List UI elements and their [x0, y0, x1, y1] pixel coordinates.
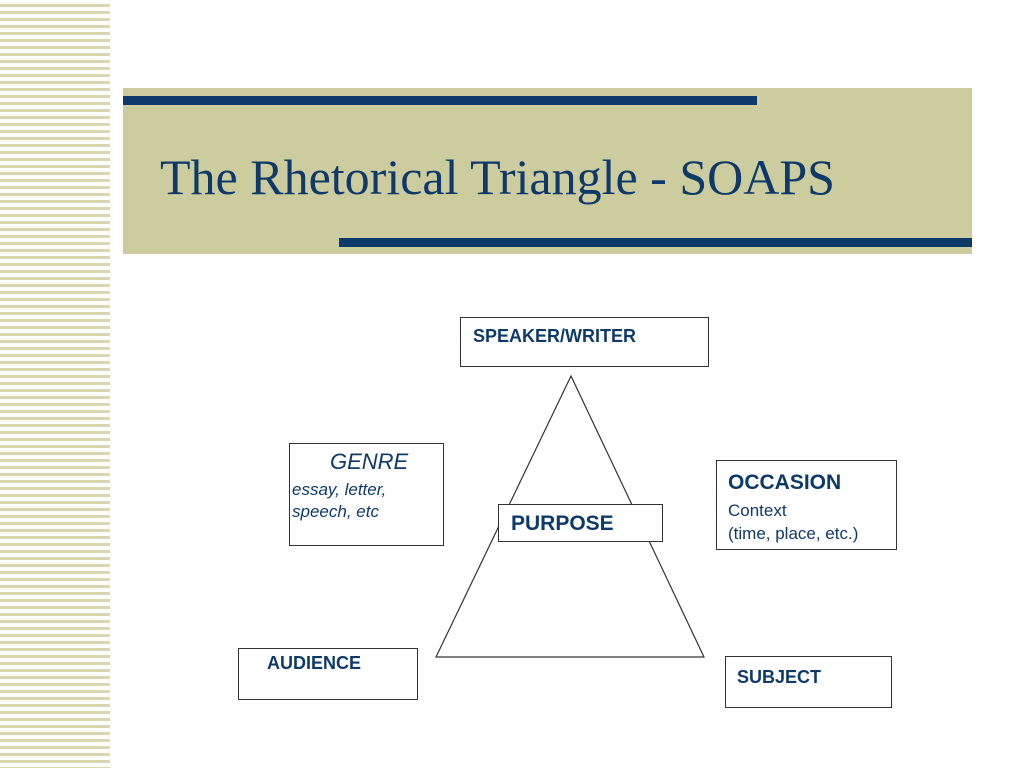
subject-box: SUBJECT	[725, 656, 892, 708]
title-accent-line-bottom	[339, 238, 972, 247]
speaker-writer-label: SPEAKER/WRITER	[473, 326, 637, 346]
occasion-description: Context (time, place, etc.)	[728, 499, 858, 545]
occasion-heading: OCCASION	[728, 471, 842, 494]
decorative-stripes	[0, 0, 110, 768]
occasion-line: Context	[728, 501, 787, 520]
genre-line: essay, letter,	[292, 480, 387, 499]
speaker-writer-box: SPEAKER/WRITER	[460, 317, 709, 367]
occasion-box: OCCASION Context (time, place, etc.)	[716, 460, 897, 550]
genre-heading: GENRE	[330, 449, 409, 474]
slide-title: The Rhetorical Triangle - SOAPS	[160, 149, 835, 205]
audience-box: AUDIENCE	[238, 648, 418, 700]
subject-label: SUBJECT	[737, 667, 822, 687]
genre-line: speech, etc	[292, 502, 379, 521]
title-accent-line-top	[123, 96, 757, 105]
genre-box: GENRE essay, letter, speech, etc	[289, 443, 444, 546]
purpose-box: PURPOSE	[498, 504, 663, 542]
audience-label: AUDIENCE	[267, 653, 362, 673]
purpose-label: PURPOSE	[511, 512, 614, 535]
genre-description: essay, letter, speech, etc	[292, 479, 386, 523]
occasion-line: (time, place, etc.)	[728, 524, 859, 543]
title-band	[123, 88, 972, 254]
